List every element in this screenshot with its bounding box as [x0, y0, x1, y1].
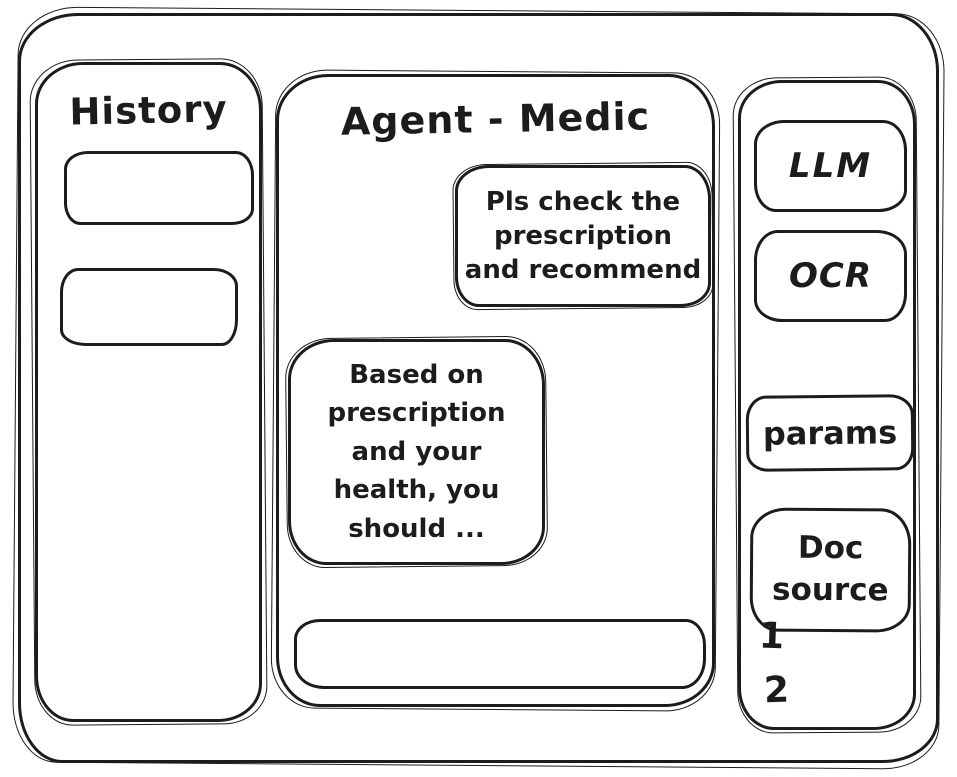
assistant-message-text: Based on prescription and your health, y…	[327, 359, 506, 544]
params-button[interactable]: params	[745, 394, 915, 472]
tools-sidebar: LLM OCR params Doc source 1 2	[738, 80, 916, 730]
doc-source-item-1[interactable]: 1	[758, 615, 785, 658]
llm-button[interactable]: LLM	[754, 120, 907, 212]
chat-title: Agent - Medic	[340, 94, 651, 144]
user-message-bubble: Pls check the prescription and recommend	[455, 165, 711, 307]
assistant-message-bubble: Based on prescription and your health, y…	[288, 339, 545, 565]
chat-panel: Agent - Medic Pls check the prescription…	[276, 74, 715, 707]
history-item[interactable]	[64, 151, 254, 225]
history-sidebar: History	[35, 62, 262, 722]
history-item[interactable]	[60, 268, 238, 346]
ocr-button[interactable]: OCR	[754, 230, 907, 322]
doc-source-button[interactable]: Doc source	[749, 507, 912, 633]
message-input[interactable]	[294, 619, 706, 689]
user-message-text: Pls check the prescription and recommend	[464, 186, 702, 286]
history-title: History	[68, 87, 229, 134]
doc-source-item-2[interactable]: 2	[763, 669, 790, 712]
